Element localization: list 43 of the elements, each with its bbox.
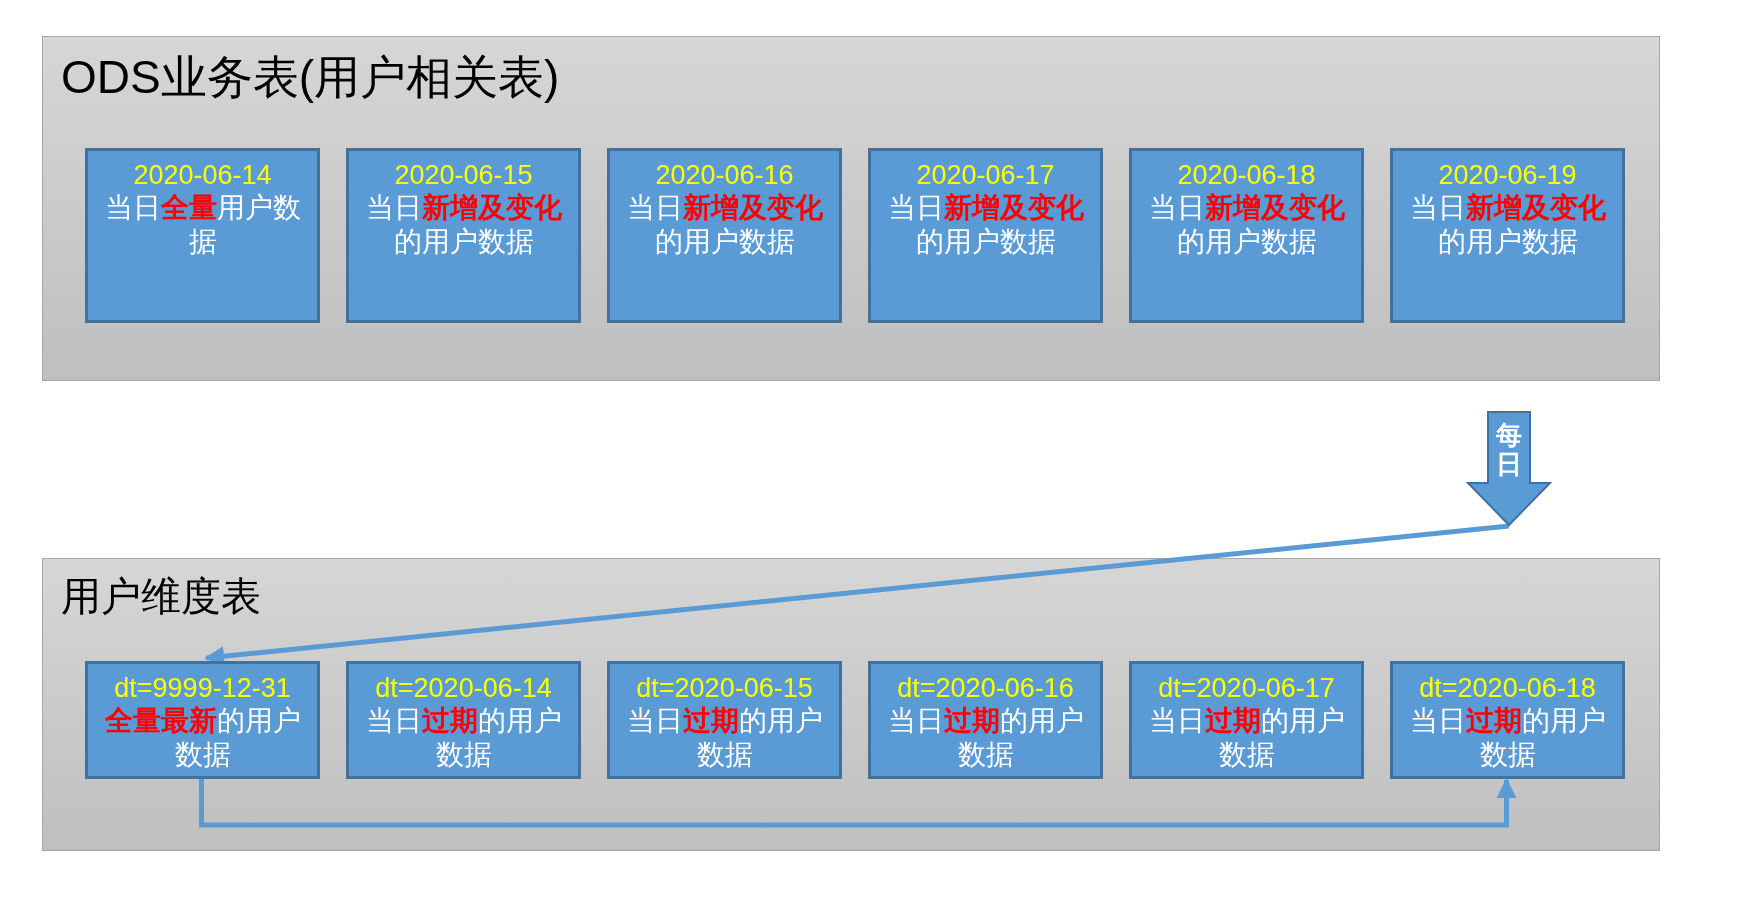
date-label: dt=2020-06-15: [636, 672, 813, 704]
table-partition-box: [868, 148, 1103, 323]
table-partition-box: [868, 661, 1103, 779]
date-label: dt=2020-06-17: [1158, 672, 1335, 704]
date-label: 2020-06-14: [133, 159, 272, 191]
panel-title: ODS业务表(用户相关表): [61, 50, 560, 105]
description-text: 全量最新的用户数据: [103, 704, 302, 772]
description-text: 当日新增及变化的用户数据: [1147, 191, 1346, 259]
down-block-arrow: [1467, 411, 1551, 526]
date-label: 2020-06-16: [655, 159, 794, 191]
description-text: 当日新增及变化的用户数据: [625, 191, 824, 259]
date-label: dt=2020-06-18: [1419, 672, 1596, 704]
table-partition-box: [346, 661, 581, 779]
table-partition-box: [85, 661, 320, 779]
description-text: 当日全量用户数据: [103, 191, 302, 259]
description-text: 当日新增及变化的用户数据: [1408, 191, 1607, 259]
date-label: 2020-06-15: [394, 159, 533, 191]
table-group-panel: [42, 36, 1660, 381]
table-partition-box: [1390, 148, 1625, 323]
table-partition-box: [1129, 148, 1364, 323]
date-label: 2020-06-17: [916, 159, 1055, 191]
description-text: 当日过期的用户数据: [1147, 704, 1346, 772]
table-partition-box: [346, 148, 581, 323]
date-label: 2020-06-18: [1177, 159, 1316, 191]
table-partition-box: [607, 148, 842, 323]
date-label: dt=9999-12-31: [114, 672, 291, 704]
date-label: dt=2020-06-14: [375, 672, 552, 704]
connector-arrow: [199, 778, 1517, 828]
description-text: 当日过期的用户数据: [1408, 704, 1607, 772]
arrow-label: 每日: [1496, 421, 1522, 479]
description-text: 当日新增及变化的用户数据: [364, 191, 563, 259]
table-partition-box: [607, 661, 842, 779]
table-partition-box: [1390, 661, 1625, 779]
date-label: 2020-06-19: [1438, 159, 1577, 191]
description-text: 当日过期的用户数据: [625, 704, 824, 772]
table-group-panel: [42, 558, 1660, 851]
panel-title: 用户维度表: [61, 573, 261, 620]
date-label: dt=2020-06-16: [897, 672, 1074, 704]
description-text: 当日过期的用户数据: [886, 704, 1085, 772]
table-partition-box: [1129, 661, 1364, 779]
description-text: 当日新增及变化的用户数据: [886, 191, 1085, 259]
description-text: 当日过期的用户数据: [364, 704, 563, 772]
table-partition-box: [85, 148, 320, 323]
